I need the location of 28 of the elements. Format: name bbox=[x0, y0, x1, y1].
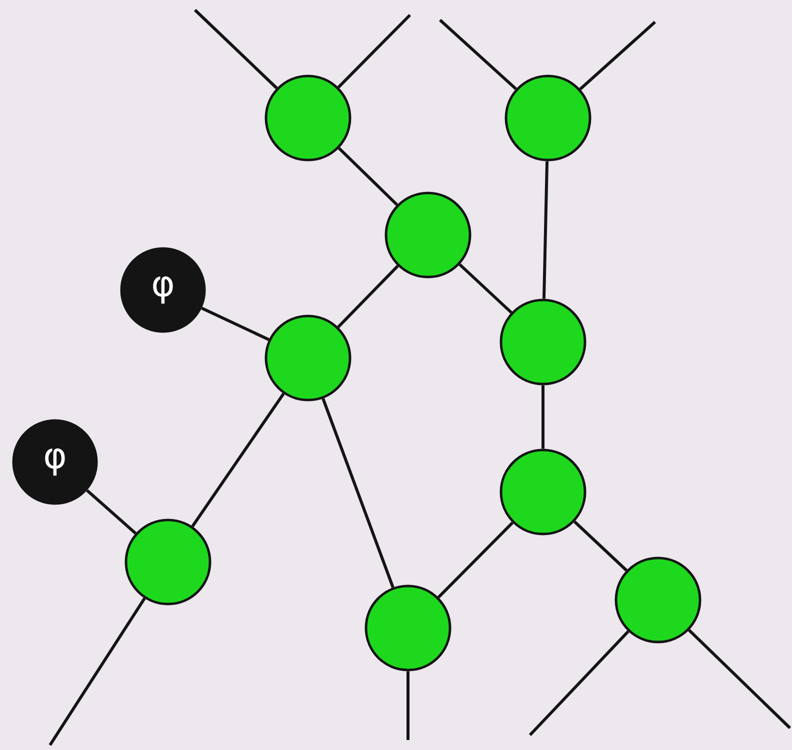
connector-line bbox=[86, 489, 137, 534]
tensor-circle bbox=[504, 74, 592, 162]
line bbox=[337, 14, 412, 88]
tensor-circle bbox=[500, 448, 586, 536]
connector-line bbox=[542, 385, 544, 449]
tensor-circle bbox=[264, 314, 352, 402]
tensor-circle bbox=[614, 556, 702, 644]
connector-line bbox=[191, 392, 285, 528]
tensor-circle bbox=[124, 518, 212, 606]
tensor-circle bbox=[264, 74, 352, 162]
line bbox=[528, 630, 630, 736]
connector-line bbox=[338, 147, 398, 206]
line bbox=[579, 20, 656, 90]
line bbox=[48, 598, 146, 746]
line bbox=[688, 629, 792, 730]
connector-line bbox=[437, 522, 514, 598]
connector-line bbox=[542, 161, 549, 299]
tensor-circle bbox=[384, 192, 472, 278]
line bbox=[439, 18, 517, 90]
line bbox=[406, 671, 410, 740]
connector-line bbox=[322, 398, 394, 588]
connector-line bbox=[337, 264, 399, 328]
tensor-circle bbox=[500, 298, 586, 386]
tensor-circle bbox=[364, 584, 452, 672]
connector-line bbox=[458, 263, 512, 314]
line bbox=[194, 8, 278, 90]
connector-line bbox=[201, 306, 270, 341]
connector-line bbox=[574, 520, 628, 572]
